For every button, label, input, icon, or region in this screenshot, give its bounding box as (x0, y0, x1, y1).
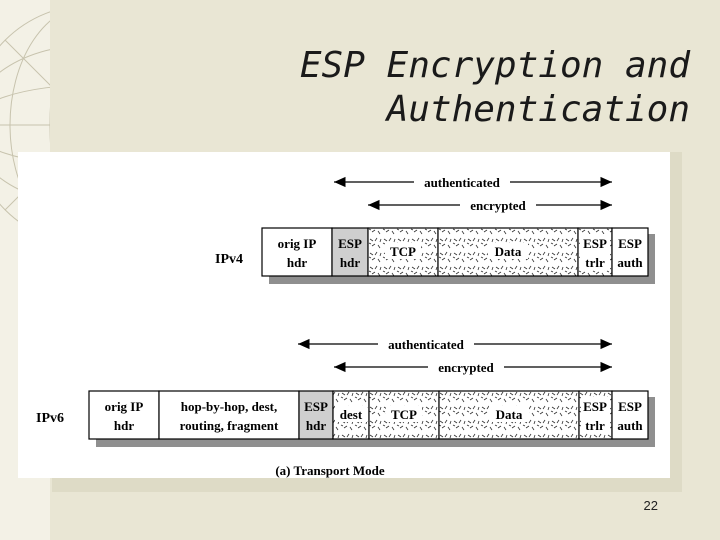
ipv6-field-text: dest (340, 407, 363, 422)
ipv4-field-text: orig IP (278, 236, 317, 251)
ipv4-field-text: TCP (390, 244, 416, 259)
ipv4-field-esp-auth (611, 227, 649, 277)
ipv4-encrypted-label: encrypted (470, 198, 526, 213)
ipv6-field-text: TCP (391, 407, 417, 422)
ipv4-label: IPv4 (215, 252, 243, 267)
esp-figure: authenticated encrypted IPv4 orig IP hdr… (18, 152, 670, 478)
ipv6-encrypted-label: encrypted (438, 360, 494, 375)
ipv6-field-text: hop-by-hop, dest, (181, 399, 277, 414)
ipv4-authenticated-label: authenticated (424, 175, 501, 190)
ipv4-field-text: auth (617, 255, 643, 270)
ipv6-field-text: auth (617, 418, 643, 433)
ipv4-field-text: ESP (583, 236, 607, 251)
ipv4-field-text: hdr (340, 255, 360, 270)
ipv4-field-orig-ip (261, 227, 333, 277)
ipv4-field-text: Data (495, 244, 522, 259)
ipv4-field-text: trlr (585, 255, 605, 270)
ipv6-field-text: Data (496, 407, 523, 422)
ipv4-field-text: hdr (287, 255, 307, 270)
slide-number: 22 (643, 498, 658, 513)
ipv4-group: authenticated encrypted IPv4 orig IP hdr… (215, 174, 655, 284)
ipv6-field-text: hdr (114, 418, 134, 433)
ipv6-label: IPv6 (36, 411, 64, 426)
slide-title: ESP Encryption and Authentication (230, 44, 690, 132)
ipv4-field-text: ESP (618, 236, 642, 251)
figure-caption: (a) Transport Mode (275, 463, 385, 478)
esp-diagram: authenticated encrypted IPv4 orig IP hdr… (36, 174, 655, 478)
ipv6-field-text: ESP (583, 399, 607, 414)
ipv6-field-text: trlr (585, 418, 605, 433)
ipv6-authenticated-label: authenticated (388, 337, 465, 352)
ipv6-field-hop-by-hop (158, 390, 300, 440)
ipv6-field-orig-ip (88, 390, 160, 440)
slide-title-line2: Authentication (386, 89, 690, 130)
ipv6-field-text: routing, fragment (180, 418, 279, 433)
ipv6-field-text: ESP (618, 399, 642, 414)
ipv6-group: authenticated encrypted IPv6 orig IP hdr… (36, 336, 655, 447)
ipv4-field-esp-hdr (331, 227, 369, 277)
ipv6-field-text: orig IP (105, 399, 144, 414)
slide-title-line1: ESP Encryption and (299, 45, 690, 86)
ipv6-field-text: hdr (306, 418, 326, 433)
ipv6-field-esp-auth (611, 390, 649, 440)
ipv4-field-text: ESP (338, 236, 362, 251)
ipv6-field-text: ESP (304, 399, 328, 414)
ipv6-field-esp-hdr (298, 390, 334, 440)
